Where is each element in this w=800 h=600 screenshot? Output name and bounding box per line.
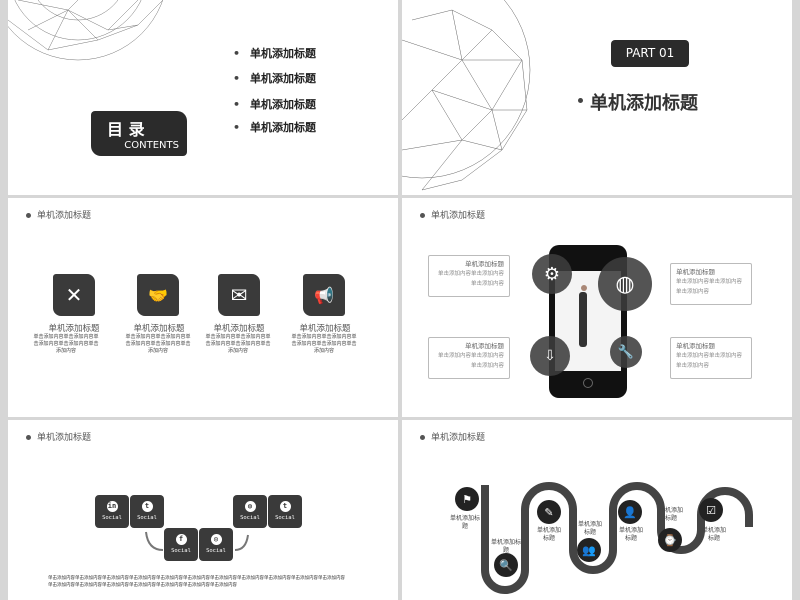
envelope-icon: ✉ [218,274,260,316]
twitter-icon: t [279,501,291,512]
group-icon: 👥 [577,538,601,562]
contents-title-box: 目 录 CONTENTS [91,111,187,156]
part-badge: PART 01 [611,40,689,67]
wireframe-sphere-graphic [8,0,164,61]
search-icon: 🔍 [494,553,518,577]
watch-icon: ⌚ [658,528,682,552]
tools-icon: ✕ [53,274,95,316]
contents-item[interactable]: 单机添加标题 [233,119,316,135]
people-icon: 👤 [618,500,642,524]
contents-item[interactable]: 单机添加标题 [233,45,316,61]
slide-header: 单机添加标题 [420,430,485,443]
social-tile-instagram[interactable]: ◎Social [199,528,233,561]
item-title: 单机添加标题 [133,324,185,334]
cloud-download-icon: ⇩ [530,336,570,376]
callout-box: 单机添加标题单击添加内容单击添加内容单击添加内容 [428,337,510,379]
slide-contents[interactable]: 单机添加标题 单机添加标题 单机添加标题 单机添加标题 目 录 CONTENTS [8,0,398,195]
step-label: 单机添加标题 [658,507,683,522]
callout-box: 单机添加标题单击添加内容单击添加内容单击添加内容 [670,337,752,379]
step-label: 单机添加标题 [701,527,726,542]
twitter-icon: t [141,501,153,512]
checkbox-icon: ☑ [699,498,723,522]
slide-phone[interactable]: 单机添加标题 单机添加标题单击添加内容单击添加内容单击添加内容 单机添加标题单击… [402,198,792,417]
globe-icon: ◍ [598,257,652,311]
contents-item[interactable]: 单机添加标题 [233,96,316,112]
arrow-connectors [145,531,249,551]
callout-box: 单机添加标题单击添加内容单击添加内容单击添加内容 [428,255,510,297]
slide-header: 单机添加标题 [26,208,91,221]
gears-icon: ⚙ [532,254,572,294]
item-title: 单机添加标题 [299,324,351,334]
slide-header: 单机添加标题 [26,430,91,443]
step-label: 单机添加标题 [618,527,643,542]
contents-title: 目 录 [107,120,145,139]
pencil-icon: ✎ [537,500,561,524]
contents-item[interactable]: 单机添加标题 [233,70,316,86]
slide-icons[interactable]: 单机添加标题 ✕ 🤝 ✉ 📢 单机添加标题 单机添加标题 单机添加标题 单机添加… [8,198,398,417]
social-tile-dribbble[interactable]: ◍Social [233,495,267,528]
contents-subtitle: CONTENTS [124,140,179,151]
facebook-icon: f [175,534,187,545]
step-label: 单机添加标题 [490,539,521,554]
instagram-icon: ◎ [210,534,222,545]
linkedin-icon: in [106,501,118,512]
item-desc: 单击添加内容单击添加内容单击添加内容单击添加内容单击添加内容 [291,334,357,354]
step-label: 单机添加标题 [577,521,602,536]
bullet-dot [578,98,583,103]
item-desc: 单击添加内容单击添加内容单击添加内容单击添加内容单击添加内容 [125,334,191,354]
item-title: 单机添加标题 [48,324,100,334]
wrench-icon: 🔧 [610,336,642,368]
handshake-icon: 🤝 [137,274,179,316]
item-desc: 单击添加内容单击添加内容单击添加内容单击添加内容单击添加内容 [205,334,271,354]
wireframe-sphere-graphic [402,0,531,191]
slide-header: 单机添加标题 [420,208,485,221]
part-title[interactable]: 单机添加标题 [590,93,698,114]
callout-box: 单机添加标题单击添加内容单击添加内容单击添加内容 [670,263,752,305]
slide-roadmap[interactable]: 单机添加标题 ⚑ 🔍 ✎ 👥 👤 ⌚ ☑ 单机添加标题 单机添加标题 单机添加标… [402,420,792,600]
slide-part[interactable]: PART 01 单机添加标题 [402,0,792,195]
step-label: 单机添加标题 [536,527,561,542]
item-title: 单机添加标题 [213,324,265,334]
body-paragraph: 单击添加内容单击添加内容单击添加内容单击添加内容单击添加内容单击添加内容单击添加… [48,576,345,588]
item-desc: 单击添加内容单击添加内容单击添加内容单击添加内容单击添加内容 [33,334,99,354]
serpentine-road [481,482,753,594]
megaphone-icon: 📢 [303,274,345,316]
dribbble-icon: ◍ [244,501,256,512]
step-label: 单机添加标题 [450,515,481,530]
flag-icon: ⚑ [455,487,479,511]
